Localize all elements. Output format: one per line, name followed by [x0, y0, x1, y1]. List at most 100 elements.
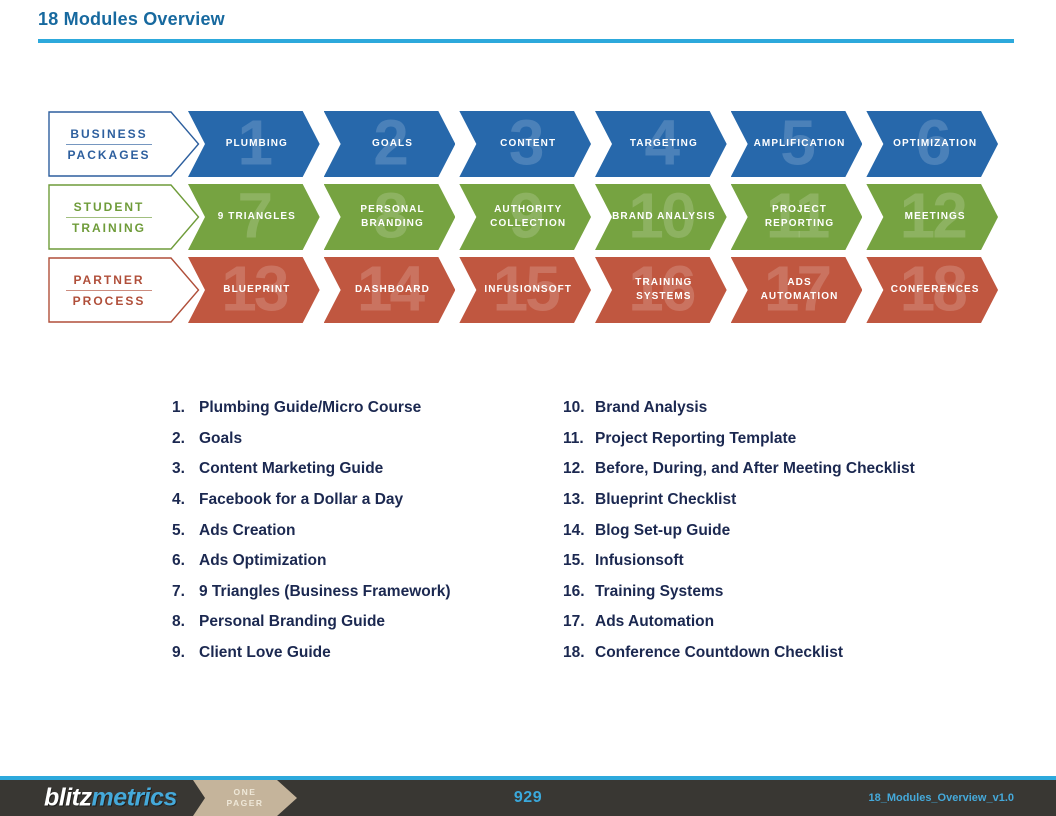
module-list-left-column: 1. Plumbing Guide/Micro Course 2. Goals 3.…	[172, 393, 451, 668]
module-segment-14: 14 DASHBOARD	[324, 257, 456, 323]
category-label-student-training: STUDENT TRAINING	[48, 184, 200, 250]
module-segment-7: 7 9 TRIANGLES	[188, 184, 320, 250]
list-item-text: Ads Creation	[199, 521, 296, 539]
one-pager-badge: ONE PAGER	[193, 780, 297, 816]
category-line2: PACKAGES	[67, 147, 151, 162]
brand-part-metrics: metrics	[91, 783, 178, 812]
module-label: PROJECT REPORTING	[764, 204, 835, 229]
module-label: AUTHORITY COLLECTION	[490, 204, 567, 229]
list-item-text: Client Love Guide	[199, 644, 331, 662]
list-item-number: 9.	[172, 644, 185, 662]
module-segment-11: 11 PROJECT REPORTING	[731, 184, 863, 250]
module-label: OPTIMIZATION	[893, 138, 978, 149]
list-item-text: Content Marketing Guide	[199, 460, 384, 478]
footer-bar: blitzmetrics ONE PAGER 929 18_Modules_Ov…	[0, 776, 1056, 816]
list-item-number: 15.	[563, 552, 585, 570]
list-item-number: 2.	[172, 429, 185, 447]
list-item: 10.Brand Analysis	[563, 393, 915, 424]
list-item-text: Plumbing Guide/Micro Course	[199, 399, 422, 417]
badge-line1: ONE	[233, 786, 257, 797]
list-item: 11.Project Reporting Template	[563, 424, 915, 455]
list-item: 3.Content Marketing Guide	[172, 454, 451, 485]
list-item-text: Goals	[199, 429, 243, 447]
category-line1: BUSINESS	[70, 126, 148, 141]
list-item-text: Ads Optimization	[199, 552, 327, 570]
list-item-text: Facebook for a Dollar a Day	[199, 491, 404, 509]
module-label: 9 TRIANGLES	[217, 211, 296, 222]
module-segment-15: 15 INFUSIONSOFT	[459, 257, 591, 323]
list-item: 12. Before, During, and After Meeting Che…	[563, 454, 915, 485]
list-item-number: 7.	[172, 582, 185, 600]
page-title: 18 Modules Overview	[38, 9, 225, 29]
module-segment-13: 13 BLUEPRINT	[188, 257, 320, 323]
category-line1: PARTNER	[73, 272, 145, 287]
list-item-number: 13.	[563, 491, 585, 509]
module-label: GOALS	[371, 138, 414, 149]
list-item-text: Infusionsoft	[595, 552, 684, 570]
list-item-number: 1.	[172, 399, 185, 417]
list-item-text: Project Reporting Template	[595, 429, 797, 447]
module-segment-12: 12 MEETINGS	[866, 184, 998, 250]
module-list-right-column: 10.Brand Analysis 11.Project Reporting T…	[563, 393, 915, 668]
list-item: 4. Facebook for a Dollar a Day	[172, 485, 451, 516]
list-item: 6. Ads Optimization	[172, 546, 451, 577]
list-item-number: 10.	[563, 399, 585, 417]
list-item-text: Ads Automation	[595, 613, 715, 631]
list-item: 8. Personal Branding Guide	[172, 607, 451, 638]
category-label-partner-process: PARTNER PROCESS	[48, 257, 200, 323]
category-label-text: STUDENT TRAINING	[48, 184, 200, 250]
list-item-number: 4.	[172, 491, 185, 509]
blitzmetrics-logo: blitzmetrics	[44, 784, 177, 813]
list-item: 5.Ads Creation	[172, 515, 451, 546]
list-item: 2. Goals	[172, 424, 451, 455]
page-number: 929	[513, 789, 543, 806]
module-label: INFUSIONSOFT	[484, 284, 572, 295]
brand-part-blitz: blitz	[44, 783, 92, 812]
module-segment-5: 5 AMPLIFICATION	[731, 111, 863, 177]
list-item: 17.Ads Automation	[563, 607, 915, 638]
category-label-text: PARTNER PROCESS	[48, 257, 200, 323]
category-label-business-packages: BUSINESS PACKAGES	[48, 111, 200, 177]
module-segment-4: 4 TARGETING	[595, 111, 727, 177]
module-label: MEETINGS	[904, 211, 966, 222]
module-segment-1: 1 PLUMBING	[188, 111, 320, 177]
chevron-band: 1 PLUMBING 2 GOALS 3 CONTENT 4 TARGETING…	[188, 111, 998, 177]
list-item-number: 6.	[172, 552, 185, 570]
list-item-text: Before, During, and After Meeting Checkl…	[595, 460, 915, 478]
list-item-text: Blueprint Checklist	[595, 491, 737, 509]
module-segment-8: 8 PERSONAL BRANDING	[324, 184, 456, 250]
module-label: PERSONAL BRANDING	[360, 204, 425, 229]
module-label: BRAND ANALYSIS	[612, 211, 716, 222]
list-item: 1. Plumbing Guide/Micro Course	[172, 393, 451, 424]
list-item: 18. Conference Countdown Checklist	[563, 638, 915, 669]
list-item-number: 18.	[563, 644, 585, 662]
diagram-row-business-packages: BUSINESS PACKAGES 1 PLUMBING 2 GOALS 3 C…	[48, 111, 998, 177]
module-label: CONFERENCES	[890, 284, 980, 295]
module-label: DASHBOARD	[355, 284, 430, 295]
module-label: TRAINING SYSTEMS	[635, 277, 693, 302]
chevron-band: 13 BLUEPRINT 14 DASHBOARD 15 INFUSIONSOF…	[188, 257, 998, 323]
chevron-band: 7 9 TRIANGLES 8 PERSONAL BRANDING 9 AUTH…	[188, 184, 998, 250]
document-version-label: 18_Modules_Overview_v1.0	[868, 792, 1014, 804]
list-item-text: Personal Branding Guide	[199, 613, 386, 631]
list-item: 14. Blog Set-up Guide	[563, 515, 915, 546]
module-label: TARGETING	[629, 138, 698, 149]
list-item-number: 12.	[563, 460, 585, 478]
category-divider	[66, 216, 152, 218]
category-divider	[66, 143, 152, 145]
diagram-row-partner-process: PARTNER PROCESS 13 BLUEPRINT 14 DASHBOAR…	[48, 257, 998, 323]
list-item-text: 9 Triangles (Business Framework)	[199, 582, 451, 600]
module-label: PLUMBING	[225, 138, 288, 149]
module-segment-10: 10 BRAND ANALYSIS	[595, 184, 727, 250]
module-segment-9: 9 AUTHORITY COLLECTION	[459, 184, 591, 250]
module-label: AMPLIFICATION	[753, 138, 846, 149]
list-item-number: 14.	[563, 521, 585, 539]
list-item-number: 8.	[172, 613, 185, 631]
module-segment-3: 3 CONTENT	[459, 111, 591, 177]
category-line1: STUDENT	[73, 199, 145, 214]
list-item-text: Blog Set-up Guide	[595, 521, 731, 539]
list-item-text: Conference Countdown Checklist	[595, 644, 844, 662]
module-label: BLUEPRINT	[223, 284, 291, 295]
diagram-row-student-training: STUDENT TRAINING 7 9 TRIANGLES 8 PERSONA…	[48, 184, 998, 250]
